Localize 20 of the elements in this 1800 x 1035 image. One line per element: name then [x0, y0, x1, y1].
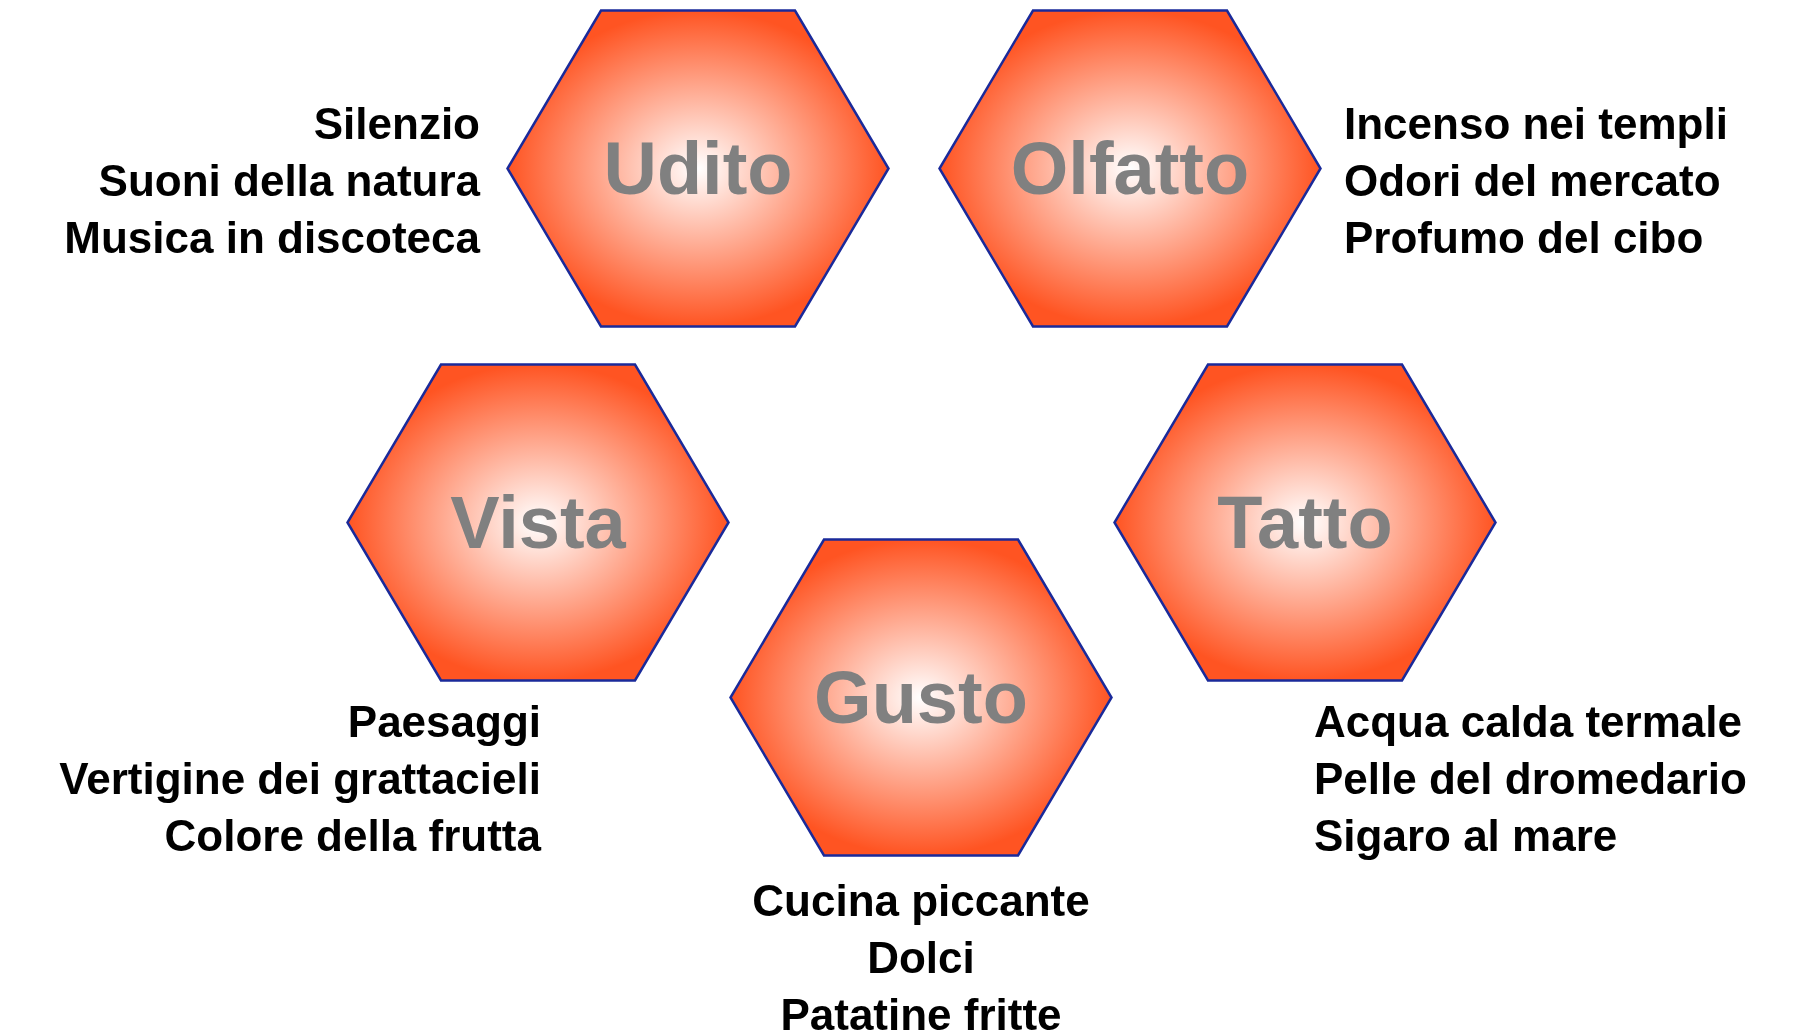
sense-title: Vista: [450, 485, 626, 560]
example-text: Colore della frutta: [164, 811, 541, 860]
example-text: Suoni della natura: [98, 156, 480, 205]
example-text: Pelle del dromedario: [1314, 754, 1747, 803]
sense-title: Gusto: [814, 660, 1028, 735]
example-text: Sigaro al mare: [1314, 811, 1618, 860]
example-text: Odori del mercato: [1344, 156, 1721, 205]
sense-title: Udito: [603, 131, 793, 206]
example-text: Vertigine dei grattacieli: [59, 754, 541, 803]
sense-title: Olfatto: [1010, 131, 1250, 206]
example-text: Acqua calda termale: [1314, 697, 1742, 746]
example-text: Incenso nei templi: [1344, 99, 1728, 148]
example-text: Profumo del cibo: [1344, 213, 1704, 262]
example-text: Silenzio: [313, 99, 480, 148]
example-text: Cucina piccante: [752, 876, 1090, 925]
example-text: Paesaggi: [347, 697, 541, 746]
example-text: Patatine fritte: [780, 990, 1062, 1035]
sense-title: Tatto: [1217, 485, 1393, 560]
example-text: Musica in discoteca: [64, 213, 480, 262]
example-text: Dolci: [867, 933, 975, 982]
